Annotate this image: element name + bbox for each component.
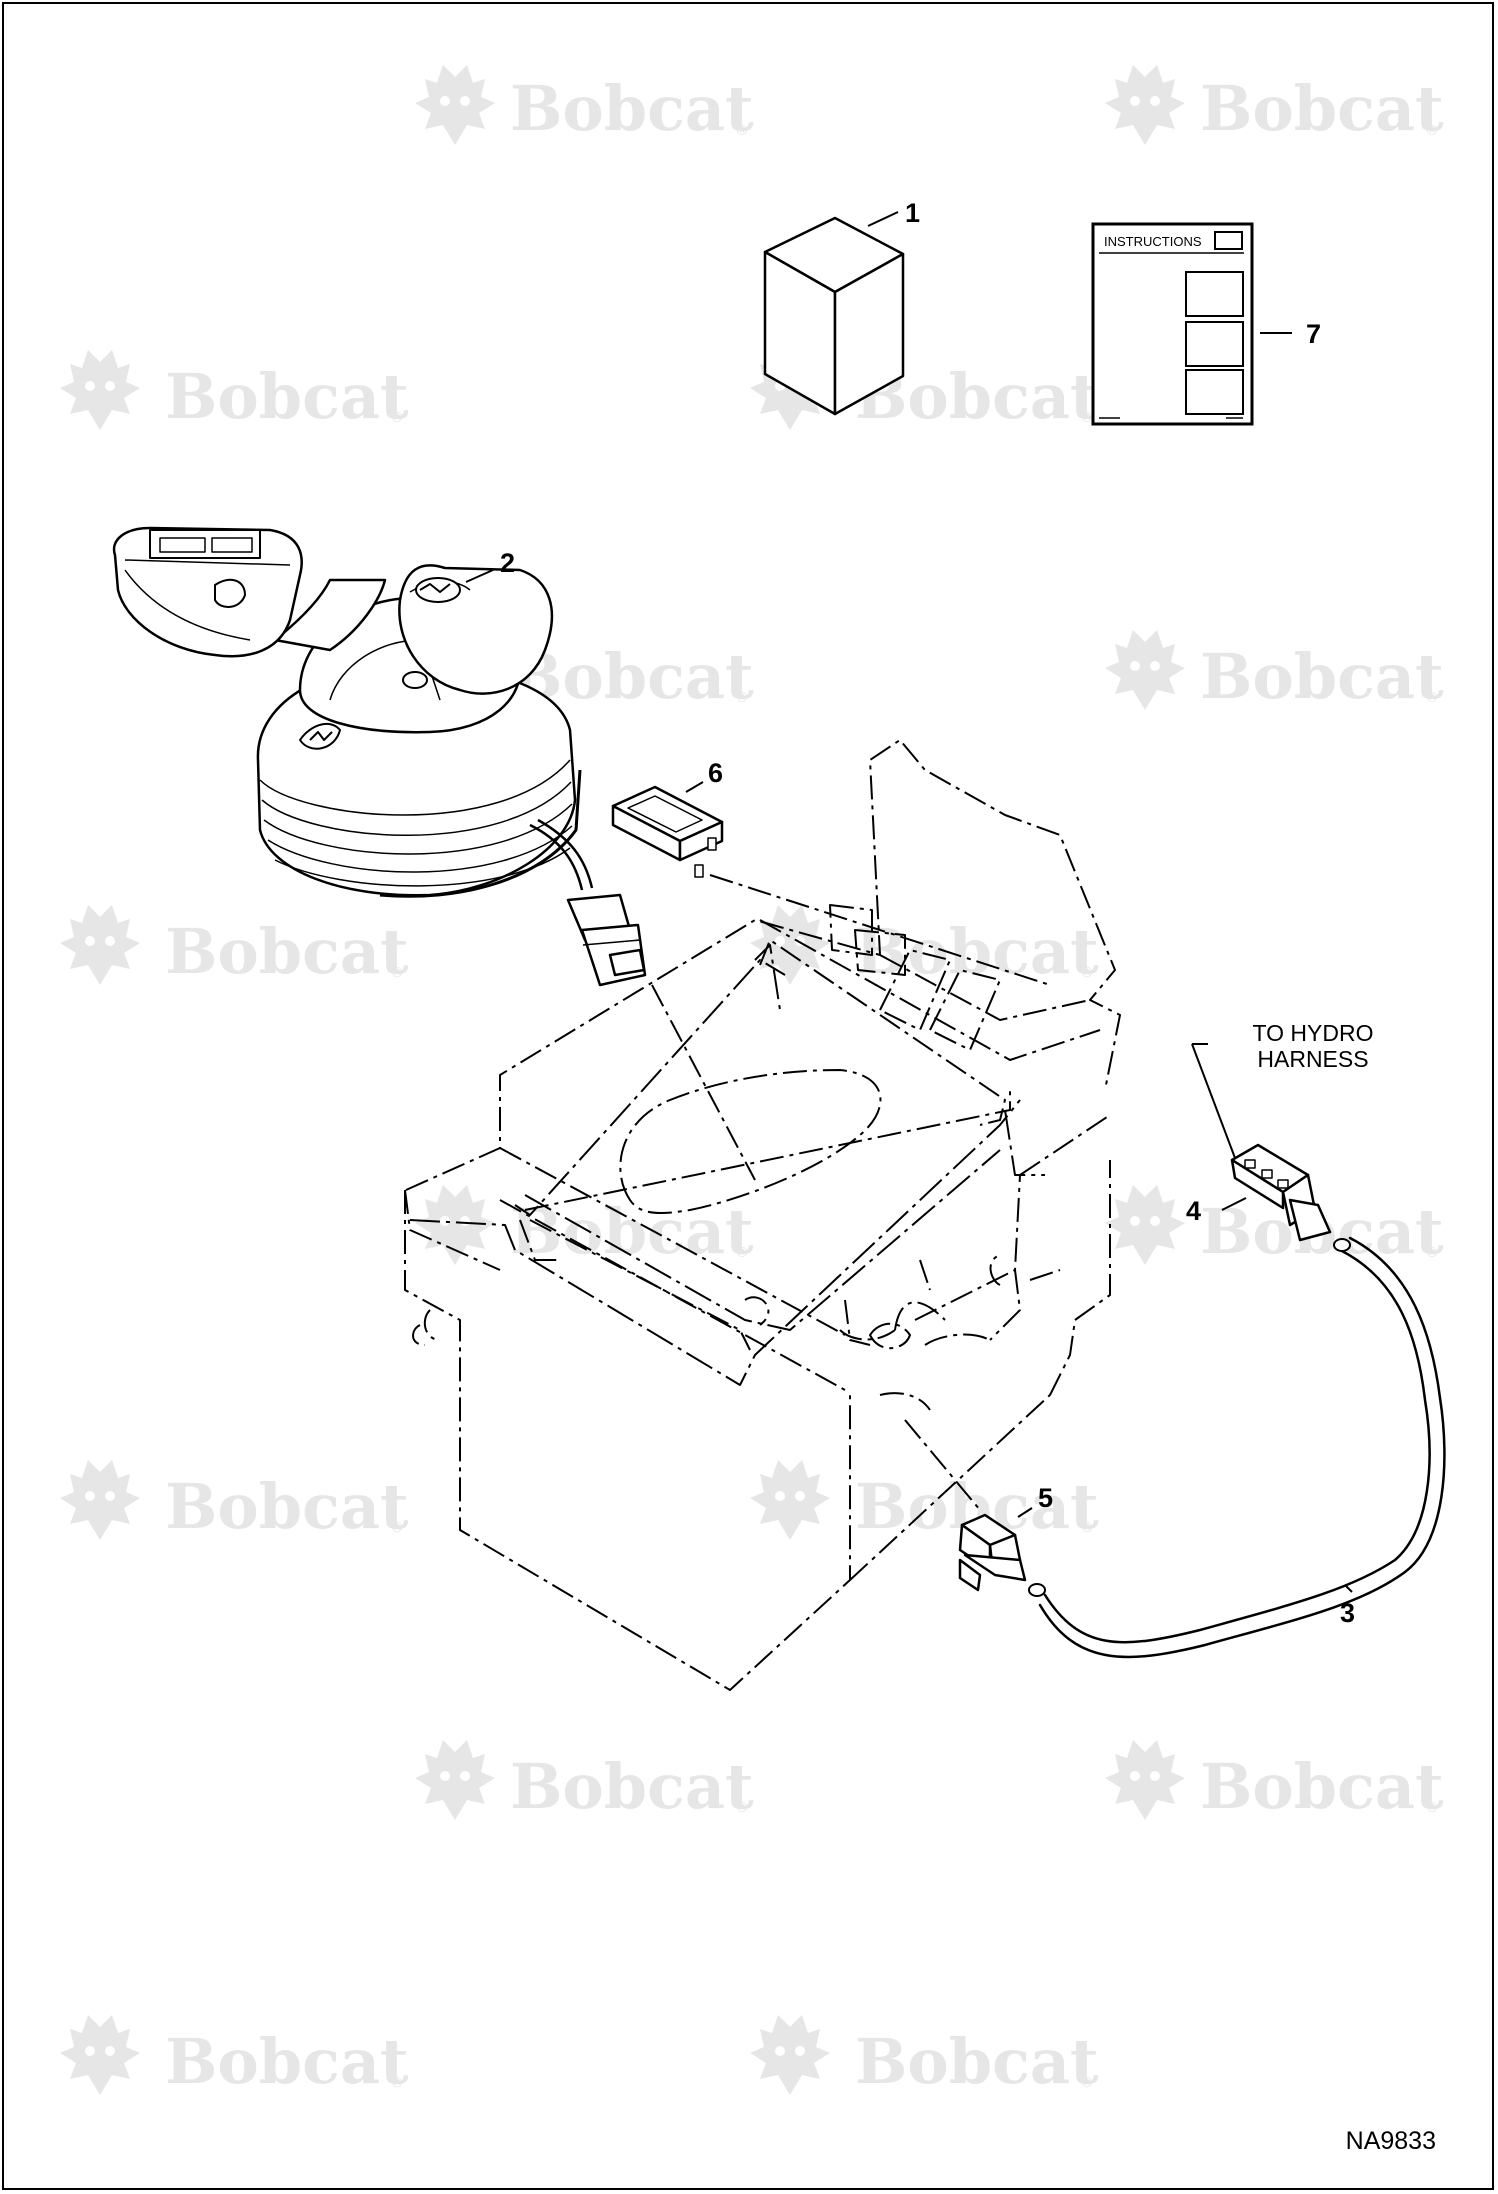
watermark-text: Bobcat bbox=[165, 2025, 409, 2098]
watermark-mark: ® bbox=[390, 410, 404, 426]
watermark-mark: ® bbox=[1080, 1520, 1094, 1536]
watermark-mark: ® bbox=[390, 2075, 404, 2091]
drawing-number: NA9833 bbox=[1345, 2127, 1436, 2155]
watermark-text: Bobcat bbox=[855, 915, 1099, 988]
part-3-harness-cable-icon bbox=[1038, 1236, 1446, 1659]
watermark-mark: ® bbox=[1080, 965, 1094, 981]
part-7-instructions-sheet-icon bbox=[1091, 222, 1254, 426]
watermark-logo-icon bbox=[1105, 630, 1185, 710]
watermark-text: Bobcat bbox=[510, 72, 754, 145]
watermark-mark: ® bbox=[1425, 123, 1439, 139]
part-4-connector-icon bbox=[1230, 1143, 1351, 1252]
watermark-text: Bobcat bbox=[1200, 640, 1444, 713]
watermark-mark: ® bbox=[1425, 1800, 1439, 1816]
watermark-logo-icon bbox=[60, 2015, 140, 2095]
watermark-logo-icon bbox=[60, 350, 140, 430]
part-2-joystick-icon bbox=[112, 526, 647, 987]
watermark-logo-icon bbox=[60, 905, 140, 985]
watermark-mark: ® bbox=[735, 1800, 749, 1816]
watermark-text: Bobcat bbox=[1200, 1750, 1444, 1823]
leader-line-note bbox=[1191, 1043, 1236, 1159]
leader-line-3 bbox=[1344, 1584, 1353, 1593]
watermark-logo-icon bbox=[415, 1185, 495, 1265]
watermark-text: Bobcat bbox=[165, 360, 409, 433]
console-phantom-frame bbox=[409, 944, 1045, 1386]
part-6-bezel-icon bbox=[611, 785, 724, 878]
part-5-connector-icon bbox=[958, 1513, 1046, 1597]
note-line-1: TO HYDRO bbox=[1252, 1020, 1374, 1046]
callout-1: 1 bbox=[905, 198, 921, 228]
watermark-mark: ® bbox=[735, 1245, 749, 1261]
callout-5: 5 bbox=[1038, 1483, 1054, 1513]
callout-2: 2 bbox=[500, 548, 516, 578]
watermark-text: Bobcat bbox=[1200, 72, 1444, 145]
watermark-mark: ® bbox=[1425, 690, 1439, 706]
console-phantom-outline bbox=[404, 739, 1121, 1691]
callout-7: 7 bbox=[1306, 319, 1322, 349]
watermark-mark: ® bbox=[735, 123, 749, 139]
callout-4: 4 bbox=[1186, 1196, 1202, 1226]
leader-line-4 bbox=[1221, 1197, 1247, 1211]
hydro-harness-note: TO HYDRO HARNESS bbox=[1228, 1020, 1398, 1072]
leader-line-1 bbox=[867, 211, 899, 227]
watermark-logo-icon bbox=[1105, 1185, 1185, 1265]
watermark-text: Bobcat bbox=[510, 1750, 754, 1823]
watermark-logo-icon bbox=[415, 65, 495, 145]
watermark-mark: ® bbox=[735, 690, 749, 706]
callout-3: 3 bbox=[1340, 1598, 1356, 1628]
watermark-mark: ® bbox=[1425, 1245, 1439, 1261]
watermark-logo-icon bbox=[1105, 1740, 1185, 1820]
leader-line-5 bbox=[1017, 1507, 1033, 1518]
leader-line-6 bbox=[685, 781, 704, 793]
watermark-mark: ® bbox=[1080, 2075, 1094, 2091]
watermark-logo-icon bbox=[750, 2015, 830, 2095]
watermark-text: Bobcat bbox=[855, 2025, 1099, 2098]
callout-6: 6 bbox=[708, 758, 724, 788]
watermark-logo-icon bbox=[415, 1740, 495, 1820]
note-line-2: HARNESS bbox=[1257, 1046, 1369, 1072]
watermark-mark: ® bbox=[390, 1520, 404, 1536]
watermark-logo-icon bbox=[60, 1460, 140, 1540]
part-1-box-icon bbox=[763, 216, 905, 416]
watermark-mark: ® bbox=[1080, 410, 1094, 426]
watermark-mark: ® bbox=[390, 965, 404, 981]
instructions-label: INSTRUCTIONS bbox=[1104, 234, 1202, 249]
leader-line-2 bbox=[465, 569, 494, 583]
watermark-text: Bobcat bbox=[165, 915, 409, 988]
watermark-text: Bobcat bbox=[165, 1470, 409, 1543]
watermark-logo-icon bbox=[750, 1460, 830, 1540]
watermark-logo-icon bbox=[1105, 65, 1185, 145]
